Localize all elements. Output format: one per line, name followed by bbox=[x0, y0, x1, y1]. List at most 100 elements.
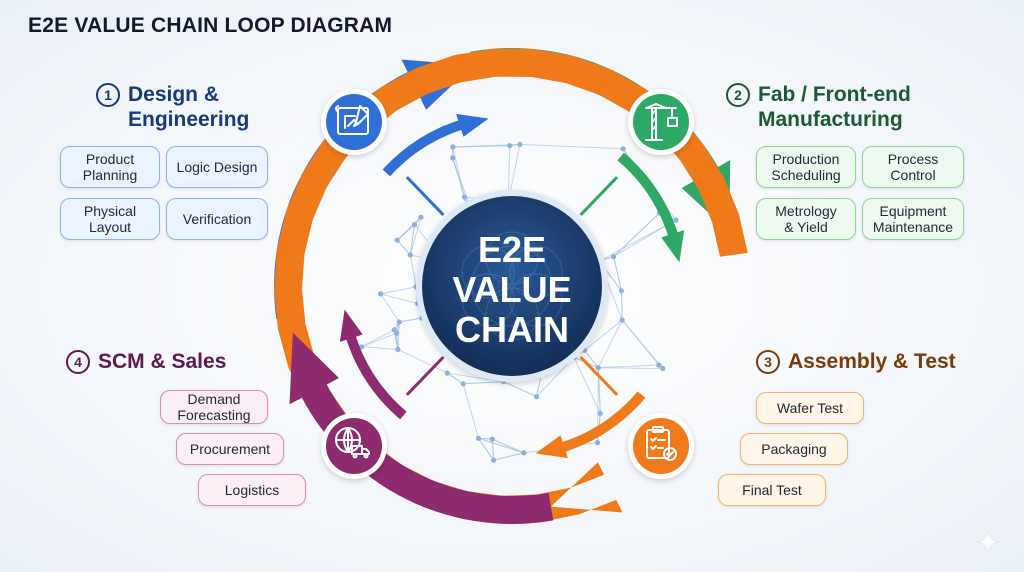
mesh-link bbox=[396, 239, 411, 256]
mesh-node bbox=[461, 194, 467, 200]
mesh-link bbox=[452, 146, 465, 198]
chip-process-control: Process Control bbox=[862, 146, 964, 188]
mesh-link bbox=[478, 437, 525, 454]
center-hub: E2E VALUE CHAIN bbox=[416, 190, 608, 382]
design-icon-circle bbox=[321, 89, 387, 155]
mesh-node bbox=[460, 381, 466, 387]
assembly-icon-circle bbox=[628, 413, 694, 479]
mesh-node bbox=[418, 214, 424, 220]
inner-arrow-assembly bbox=[535, 391, 646, 459]
chip-metrology-yield: Metrology & Yield bbox=[756, 198, 856, 240]
mesh-node bbox=[395, 346, 401, 352]
mesh-node bbox=[396, 319, 402, 325]
mesh-link bbox=[491, 439, 495, 461]
mesh-node bbox=[444, 370, 450, 376]
mesh-node bbox=[595, 365, 601, 371]
mesh-link bbox=[361, 346, 398, 350]
mesh-node bbox=[620, 146, 626, 152]
mesh-node bbox=[378, 291, 384, 297]
mesh-link bbox=[447, 372, 464, 385]
mesh-node bbox=[660, 365, 666, 372]
inner-arrow-scm bbox=[339, 309, 407, 420]
mesh-link bbox=[613, 212, 660, 257]
mesh-link bbox=[584, 349, 599, 369]
mesh-node bbox=[394, 330, 400, 336]
scm-icon-circle bbox=[321, 413, 387, 479]
blueprint-icon bbox=[335, 105, 369, 135]
inner-arrow-fab bbox=[617, 152, 685, 263]
globe-truck-icon bbox=[335, 427, 370, 459]
fab-icon-circle bbox=[628, 89, 694, 155]
mesh-link bbox=[519, 143, 624, 150]
mesh-node bbox=[517, 141, 523, 147]
spoke-fab bbox=[579, 176, 618, 216]
stage-assembly-heading: 3 Assembly & Test bbox=[756, 349, 956, 374]
checklist-icon bbox=[646, 426, 677, 461]
mesh-link bbox=[452, 157, 472, 210]
stage-design-label: Design & Engineering bbox=[128, 83, 250, 131]
mesh-link bbox=[492, 438, 525, 454]
mesh-node bbox=[489, 436, 495, 442]
chip-packaging: Packaging bbox=[740, 433, 848, 465]
mesh-link bbox=[396, 216, 422, 241]
chip-procurement: Procurement bbox=[176, 433, 284, 465]
mesh-link bbox=[409, 224, 415, 256]
mesh-node bbox=[394, 237, 400, 243]
mesh-node bbox=[521, 450, 527, 456]
hub-spokes bbox=[406, 176, 618, 396]
stage-assembly-label: Assembly & Test bbox=[788, 350, 956, 373]
mesh-link bbox=[380, 286, 417, 295]
mesh-node bbox=[411, 222, 418, 228]
inner-loop-arrows bbox=[339, 113, 685, 459]
mesh-node bbox=[491, 457, 497, 463]
mesh-link bbox=[478, 438, 495, 461]
mesh-link bbox=[409, 254, 417, 287]
mesh-link bbox=[621, 290, 623, 321]
mesh-link bbox=[573, 357, 601, 414]
mesh-link bbox=[397, 348, 448, 374]
mesh-link bbox=[396, 333, 399, 350]
chip-verification: Verification bbox=[166, 198, 268, 240]
hub-line-3: CHAIN bbox=[455, 309, 569, 350]
inner-arrow-design bbox=[382, 113, 489, 177]
mesh-link bbox=[397, 321, 400, 350]
mesh-node bbox=[475, 435, 482, 441]
spoke-scm bbox=[406, 356, 445, 396]
stage-scm-heading: 4 SCM & Sales bbox=[66, 349, 226, 374]
chip-wafer-test: Wafer Test bbox=[756, 392, 864, 424]
stage-scm-label: SCM & Sales bbox=[98, 350, 227, 373]
stage-fab-number: 2 bbox=[726, 83, 750, 107]
stage-fab-label: Fab / Front-end Manufacturing bbox=[758, 83, 911, 131]
mesh-node bbox=[618, 288, 625, 294]
mesh-node bbox=[450, 155, 456, 161]
mesh-node bbox=[534, 394, 540, 400]
chip-logic-design: Logic Design bbox=[166, 146, 268, 188]
mesh-link bbox=[462, 383, 479, 439]
mesh-node bbox=[450, 144, 456, 150]
stage-scm-number: 4 bbox=[66, 350, 90, 374]
mesh-node bbox=[407, 252, 413, 258]
chip-equipment-maintenance: Equipment Maintenance bbox=[862, 198, 964, 240]
mesh-link bbox=[493, 452, 525, 461]
mesh-node bbox=[595, 440, 601, 446]
hub-line-1: E2E bbox=[478, 229, 546, 270]
mesh-node bbox=[359, 344, 365, 350]
spoke-design bbox=[406, 176, 445, 216]
mesh-link bbox=[463, 381, 504, 385]
mesh-link bbox=[361, 332, 397, 348]
mesh-node bbox=[656, 362, 662, 368]
mesh-link bbox=[598, 367, 663, 369]
mesh-link bbox=[503, 381, 537, 398]
chip-demand-forecasting: Demand Forecasting bbox=[160, 390, 268, 424]
stage-fab-heading: 2 Fab / Front-end Manufacturing bbox=[726, 82, 911, 132]
mesh-node bbox=[597, 410, 603, 416]
chip-physical-layout: Physical Layout bbox=[60, 198, 160, 240]
mesh-link bbox=[361, 329, 395, 348]
mesh-node bbox=[619, 317, 625, 323]
stage-design-number: 1 bbox=[96, 83, 120, 107]
mesh-node bbox=[611, 254, 617, 260]
mesh-link bbox=[597, 319, 623, 369]
mesh-link bbox=[399, 317, 422, 323]
mesh-link bbox=[599, 219, 677, 262]
